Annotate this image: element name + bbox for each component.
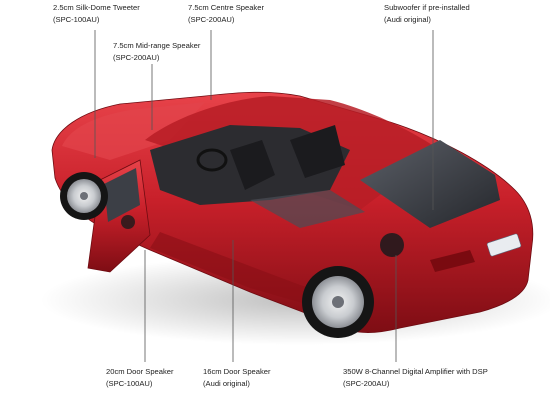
bonnet-highlight [62, 102, 205, 160]
callout-tweeter-name: 2.5cm Silk-Dome Tweeter [53, 3, 140, 12]
callout-door16-part: (Audi original) [203, 379, 250, 388]
callout-subwoofer-name: Subwoofer if pre-installed [384, 3, 470, 12]
callout-tweeter-part: (SPC-100AU) [53, 15, 100, 24]
rear-badge [486, 233, 522, 257]
callout-door20-part: (SPC-100AU) [106, 379, 153, 388]
rear-window [360, 140, 500, 228]
callout-midrange-name: 7.5cm Mid-range Speaker [113, 41, 201, 50]
callout-centre: 7.5cm Centre Speaker (SPC-200AU) [188, 2, 264, 26]
callout-subwoofer-part: (Audi original) [384, 15, 431, 24]
callout-door20-name: 20cm Door Speaker [106, 367, 174, 376]
callout-amp: 350W 8-Channel Digital Amplifier with DS… [343, 366, 488, 390]
side-window [250, 190, 365, 228]
callout-door20: 20cm Door Speaker (SPC-100AU) [106, 366, 174, 390]
door-speaker-hint [121, 215, 135, 229]
callout-door16-name: 16cm Door Speaker [203, 367, 271, 376]
callout-amp-name: 350W 8-Channel Digital Amplifier with DS… [343, 367, 488, 376]
steering-wheel [196, 148, 228, 172]
callout-amp-part: (SPC-200AU) [343, 379, 390, 388]
callout-door16: 16cm Door Speaker (Audi original) [203, 366, 271, 390]
callout-centre-name: 7.5cm Centre Speaker [188, 3, 264, 12]
seat-front [230, 140, 275, 190]
callout-midrange: 7.5cm Mid-range Speaker (SPC-200AU) [113, 40, 200, 64]
door-window [104, 168, 140, 222]
callout-midrange-part: (SPC-200AU) [113, 53, 160, 62]
tail-light [430, 250, 475, 272]
callout-centre-part: (SPC-200AU) [188, 15, 235, 24]
callout-subwoofer: Subwoofer if pre-installed (Audi origina… [384, 2, 470, 26]
subwoofer-hint [380, 233, 404, 257]
seat-rear [290, 125, 345, 178]
side-sill [150, 232, 350, 315]
callout-tweeter: 2.5cm Silk-Dome Tweeter (SPC-100AU) [53, 2, 140, 26]
